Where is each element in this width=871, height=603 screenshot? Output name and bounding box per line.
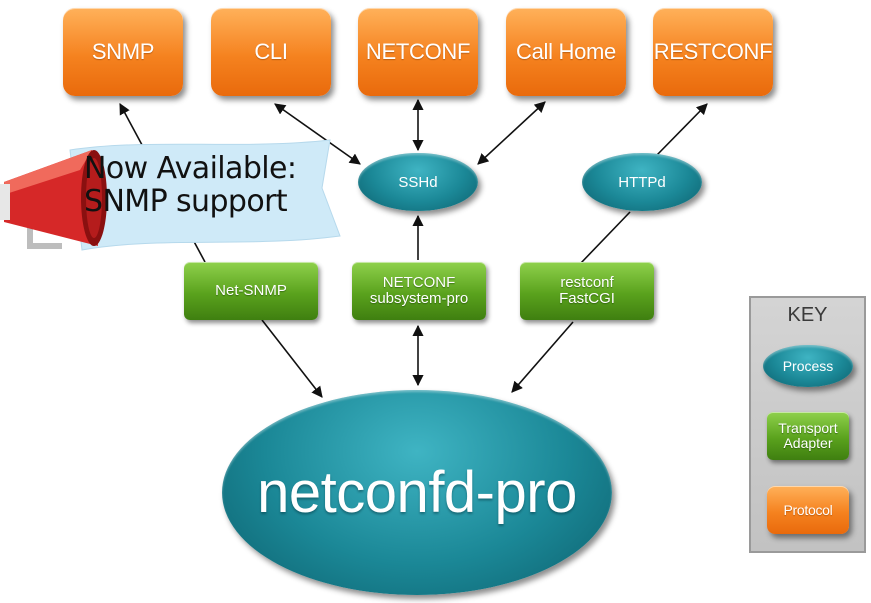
protocol-restconf: RESTCONF (653, 8, 773, 96)
protocol-call-home: Call Home (506, 8, 626, 96)
protocol-cli-label: CLI (254, 39, 288, 64)
protocol-netconf-label: NETCONF (365, 39, 471, 64)
transport-restconf-fastcgi: restconf FastCGI (520, 262, 654, 320)
transport-netconf-subsystem: NETCONF subsystem-pro (352, 262, 486, 320)
legend-transport-line1: Transport (778, 420, 838, 436)
banner-line-1: Now Available: (84, 151, 297, 186)
process-netconfd-pro: netconfd-pro (222, 390, 612, 595)
banner-line-2: SNMP support (84, 184, 288, 219)
legend-protocol: Protocol (767, 486, 849, 534)
arrow-sshd-callhome (477, 101, 546, 165)
arrow-sshd-cli (274, 103, 361, 165)
legend-transport-adapter: Transport Adapter (767, 412, 849, 460)
transport-net-snmp-label: Net-SNMP (215, 282, 287, 299)
transport-restconf-fastcgi-line2: FastCGI (559, 290, 615, 307)
protocol-call-home-label: Call Home (516, 39, 616, 64)
process-httpd: HTTPd (582, 153, 702, 211)
legend-panel: KEY Process Transport Adapter Protocol (749, 296, 866, 553)
protocol-restconf-label: RESTCONF (653, 39, 773, 64)
legend-protocol-label: Protocol (783, 502, 833, 518)
legend-process: Process (763, 345, 853, 387)
process-sshd-label: SSHd (398, 173, 438, 191)
protocol-cli: CLI (211, 8, 331, 96)
process-httpd-label: HTTPd (618, 173, 666, 191)
protocol-netconf: NETCONF (358, 8, 478, 96)
protocol-snmp-label: SNMP (91, 39, 155, 64)
transport-netconf-subsystem-line2: subsystem-pro (369, 290, 469, 307)
transport-net-snmp: Net-SNMP (184, 262, 318, 320)
transport-restconf-fastcgi-line1: restconf (560, 274, 614, 291)
process-netconfd-pro-label: netconfd-pro (257, 460, 577, 525)
legend-transport-line2: Adapter (783, 435, 833, 451)
arrow-httpd-restconf (654, 103, 708, 158)
transport-netconf-subsystem-line1: NETCONF (382, 274, 456, 291)
line-fastcgi-httpd (579, 211, 631, 265)
protocol-snmp: SNMP (63, 8, 183, 96)
process-sshd: SSHd (358, 153, 478, 211)
arrow-netsnmp-to-server (261, 319, 323, 398)
announcement-banner: Now Available: SNMP support (84, 152, 314, 218)
legend-process-label: Process (782, 358, 834, 374)
legend-title: KEY (787, 304, 828, 326)
arrow-fastcgi-to-server (511, 321, 574, 393)
